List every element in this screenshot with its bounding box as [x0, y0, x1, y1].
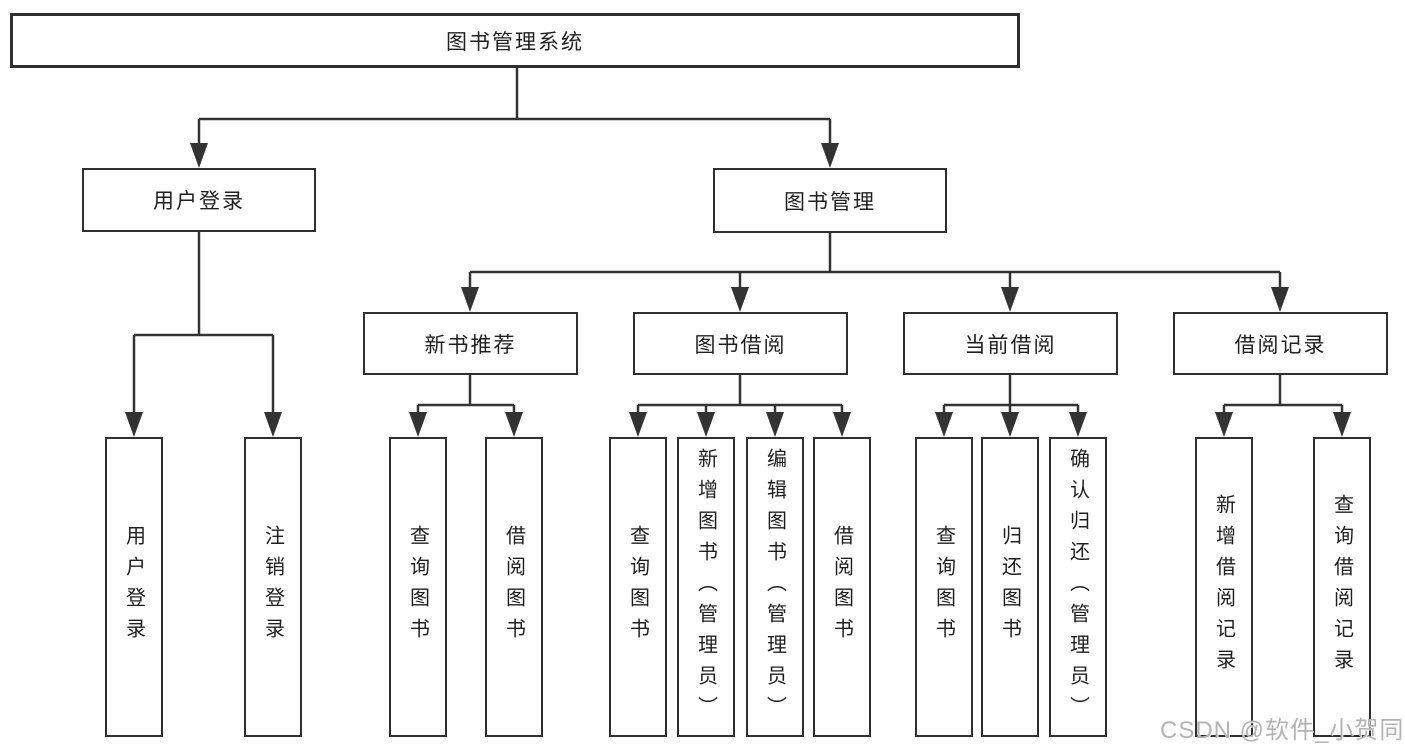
node-borrowing-records-label: 借阅记录 — [1234, 333, 1327, 357]
arrowhead-icons — [125, 143, 1351, 437]
arrow-down-icon — [1271, 287, 1289, 312]
arrow-down-icon — [833, 412, 851, 437]
arrow-down-icon — [1215, 412, 1233, 437]
leaf-current-return-books: 归还图书 — [981, 437, 1039, 737]
node-new-book-recommend-label: 新书推荐 — [424, 333, 517, 357]
arrow-down-icon — [190, 143, 208, 168]
leaf-user-login-label: 用户登录 — [122, 525, 145, 649]
arrow-down-icon — [1001, 412, 1019, 437]
arrow-down-icon — [766, 412, 784, 437]
node-book-management-label: 图书管理 — [784, 190, 876, 214]
connector-segments — [132, 68, 1344, 415]
node-user-login: 用户登录 — [82, 168, 316, 232]
leaf-logout: 注销登录 — [244, 437, 302, 737]
arrow-down-icon — [1333, 412, 1351, 437]
leaf-current-confirm-return-admin: 确认归还（管理员） — [1049, 437, 1107, 737]
leaf-borrowing-add-books-admin: 新增图书（管理员） — [677, 437, 735, 737]
node-system-root-label: 图书管理系统 — [446, 30, 584, 54]
leaf-borrowing-add-books-admin-label: 新增图书（管理员） — [694, 447, 717, 727]
leaf-borrowing-query-books-label: 查询图书 — [626, 525, 649, 649]
leaf-records-query-record: 查询借阅记录 — [1313, 437, 1371, 737]
arrow-down-icon — [935, 412, 953, 437]
node-current-borrowing: 当前借阅 — [903, 312, 1118, 375]
node-user-login-label: 用户登录 — [153, 190, 245, 213]
arrow-down-icon — [505, 412, 523, 437]
csdn-watermark: CSDN @软件_小贺同学 — [1160, 717, 1405, 744]
leaf-recommend-borrow-books: 借阅图书 — [485, 437, 543, 737]
arrow-down-icon — [264, 412, 282, 437]
arrow-down-icon — [629, 412, 647, 437]
node-borrowing-records: 借阅记录 — [1173, 312, 1388, 375]
node-book-borrowing: 图书借阅 — [633, 312, 848, 375]
leaf-user-login: 用户登录 — [105, 437, 163, 737]
node-current-borrowing-label: 当前借阅 — [964, 333, 1057, 357]
leaf-borrowing-query-books: 查询图书 — [609, 437, 667, 737]
arrow-down-icon — [125, 412, 143, 437]
leaf-recommend-query-books: 查询图书 — [389, 437, 447, 737]
arrow-down-icon — [1001, 287, 1019, 312]
leaf-borrowing-borrow-books-label: 借阅图书 — [830, 525, 853, 649]
leaf-recommend-query-books-label: 查询图书 — [406, 525, 429, 649]
arrow-down-icon — [821, 143, 839, 168]
leaf-current-confirm-return-admin-label: 确认归还（管理员） — [1066, 447, 1089, 727]
leaf-records-query-record-label: 查询借阅记录 — [1330, 494, 1353, 680]
node-book-borrowing-label: 图书借阅 — [694, 333, 787, 357]
node-new-book-recommend: 新书推荐 — [363, 312, 578, 375]
leaf-borrowing-borrow-books: 借阅图书 — [813, 437, 871, 737]
leaf-recommend-borrow-books-label: 借阅图书 — [502, 525, 525, 649]
leaf-records-add-record-label: 新增借阅记录 — [1212, 494, 1235, 680]
leaf-borrowing-edit-books-admin-label: 编辑图书（管理员） — [763, 447, 786, 727]
leaf-current-query-books: 查询图书 — [915, 437, 973, 737]
node-system-root: 图书管理系统 — [10, 13, 1020, 68]
arrow-down-icon — [409, 412, 427, 437]
arrow-down-icon — [461, 287, 479, 312]
leaf-records-add-record: 新增借阅记录 — [1195, 437, 1253, 737]
arrow-down-icon — [1069, 412, 1087, 437]
leaf-borrowing-edit-books-admin: 编辑图书（管理员） — [746, 437, 804, 737]
leaf-current-query-books-label: 查询图书 — [932, 525, 955, 649]
leaf-logout-label: 注销登录 — [261, 525, 284, 649]
leaf-current-return-books-label: 归还图书 — [998, 525, 1021, 649]
arrow-down-icon — [731, 287, 749, 312]
node-book-management: 图书管理 — [713, 168, 947, 233]
arrow-down-icon — [697, 412, 715, 437]
